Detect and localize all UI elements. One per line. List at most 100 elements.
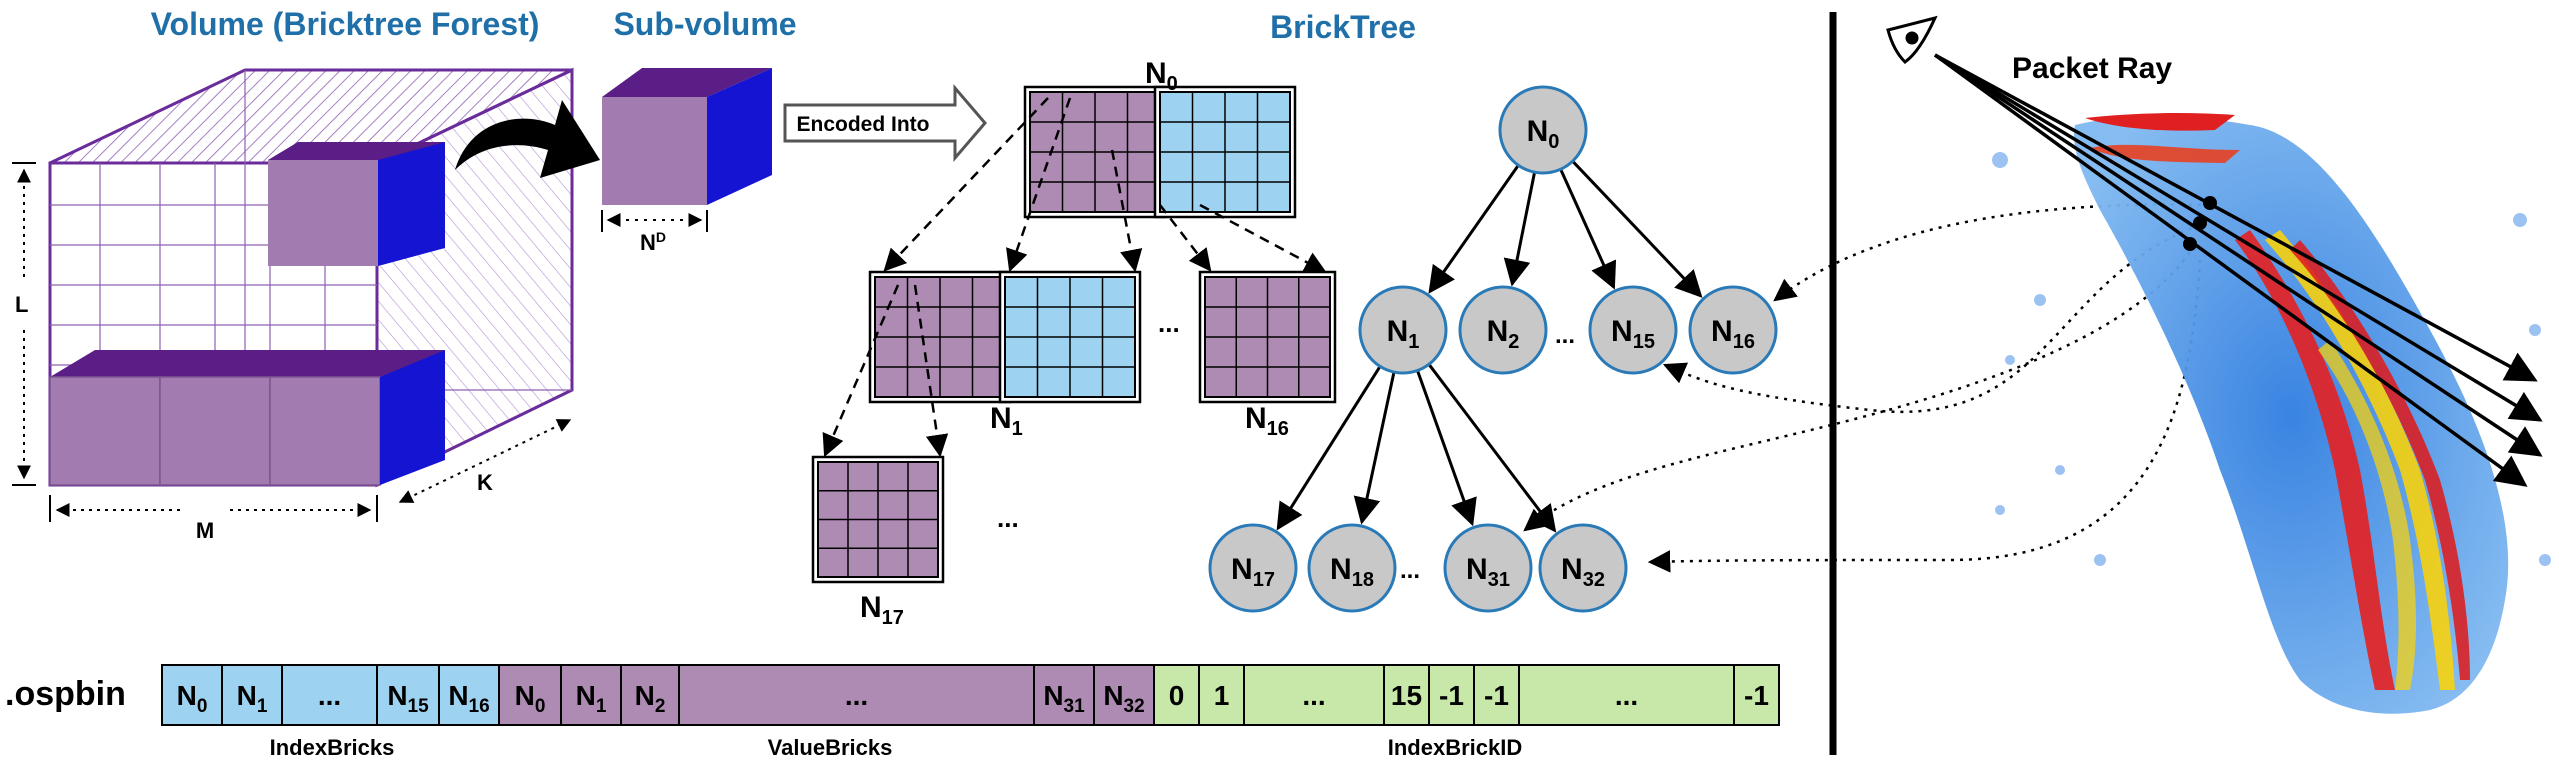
- eye-icon: [1886, 15, 1938, 64]
- tree-node-n0: N0: [1498, 85, 1588, 175]
- index-brick-id-cell-text: 1: [1214, 680, 1230, 711]
- dimension-k: K: [398, 419, 572, 503]
- tree-node-label: N31: [1466, 553, 1510, 591]
- brick-grids: [811, 85, 1337, 584]
- brick-n1-right: [998, 270, 1142, 404]
- encoded-into-label: Encoded Into: [797, 113, 930, 136]
- tree-node-label: N0: [1527, 115, 1560, 153]
- tree-node-n32: N32: [1538, 523, 1628, 613]
- tree-edges: [1276, 160, 1703, 533]
- tree-node-label: N1: [1387, 315, 1420, 353]
- value-bricks-cell-text: N1: [576, 680, 607, 717]
- index-bricks-cell: ...: [281, 664, 378, 726]
- value-bricks-cell: N32: [1093, 664, 1155, 726]
- packet-ray-title: Packet Ray: [2012, 52, 2172, 85]
- brick-label-n16: N16: [1245, 402, 1289, 440]
- value-bricks-cell-text: N0: [515, 680, 546, 717]
- index-brick-id-cell-text: ...: [1615, 680, 1638, 711]
- index-brick-id-cell-text: -1: [1439, 680, 1464, 711]
- value-bricks-cell: ...: [678, 664, 1035, 726]
- index-brick-id-cell: 1: [1198, 664, 1245, 726]
- index-bricks-cell: N1: [221, 664, 283, 726]
- dimension-m-label: M: [196, 518, 214, 543]
- value-bricks-cell-text: N32: [1103, 680, 1144, 717]
- value-bricks-cell: N0: [498, 664, 562, 726]
- brick-n17: [811, 455, 945, 584]
- brick-label-n0: N0: [1145, 57, 1178, 95]
- encoded-into-arrow: Encoded Into: [783, 83, 987, 163]
- index-brick-id-cell-text: -1: [1484, 680, 1509, 711]
- tree-node-n18: N18: [1307, 523, 1397, 613]
- brick-n0-left: [1023, 85, 1167, 219]
- dimension-m: M: [49, 495, 378, 543]
- subvolume-size-label: ND: [640, 229, 666, 255]
- file-label: .ospbin: [5, 675, 126, 713]
- value-bricks-cell: N31: [1033, 664, 1095, 726]
- index-brick-id-cell: ...: [1243, 664, 1385, 726]
- tree-ellipsis-level2: ...: [1400, 557, 1420, 584]
- tree-ellipsis-level1: ...: [1555, 322, 1575, 349]
- tree-node-n15: N15: [1588, 285, 1678, 375]
- dimension-l: L: [12, 162, 36, 486]
- curved-arrow: [455, 100, 600, 178]
- sample-pointer-curves: [1523, 203, 2211, 573]
- index-brick-id-label: IndexBrickID: [1388, 735, 1523, 760]
- dimension-k-label: K: [477, 470, 493, 495]
- tree-node-label: N15: [1611, 315, 1655, 353]
- tree-node-n16: N16: [1688, 285, 1778, 375]
- tree-edge: [1427, 363, 1557, 533]
- index-brick-id-cell-text: -1: [1744, 680, 1769, 711]
- brick-label-n17: N17: [860, 591, 904, 629]
- tree-node-label: N16: [1711, 315, 1755, 353]
- index-brick-id-cell: 15: [1383, 664, 1430, 726]
- index-bricks-cell: N15: [376, 664, 440, 726]
- index-bricks-cell: N16: [438, 664, 500, 726]
- brick-n0-right: [1153, 85, 1297, 219]
- brick-label-n1: N1: [990, 402, 1023, 440]
- index-brick-id-cell-text: 15: [1391, 680, 1422, 711]
- tree-node-label: N2: [1487, 315, 1520, 353]
- index-bricks-cell-text: N16: [448, 680, 489, 717]
- index-bricks-cell-text: ...: [318, 680, 341, 711]
- dimension-l-label: L: [15, 292, 28, 317]
- value-bricks-cell-text: ...: [845, 680, 868, 711]
- tree-node-label: N32: [1561, 553, 1605, 591]
- subvolume-cube: ND: [601, 68, 772, 255]
- index-brick-id-cell: -1: [1428, 664, 1475, 726]
- tree-edge: [1503, 171, 1537, 287]
- tree-edge: [1559, 168, 1617, 290]
- value-bricks-cell-text: N2: [635, 680, 666, 717]
- tree-edge: [1353, 371, 1396, 525]
- volume-box: [48, 67, 574, 488]
- index-brick-id-cell-text: 0: [1169, 680, 1185, 711]
- tree-node-n2: N2: [1458, 285, 1548, 375]
- value-bricks-label: ValueBricks: [768, 735, 893, 760]
- brick-dashed-arrows: [822, 97, 1327, 458]
- volume-render: [1992, 113, 2551, 714]
- index-brick-id-cell-text: ...: [1302, 680, 1325, 711]
- brick-n16: [1198, 270, 1337, 404]
- tree-node-n1: N1: [1358, 285, 1448, 375]
- index-brick-id-cell: -1: [1473, 664, 1520, 726]
- index-bricks-label: IndexBricks: [270, 735, 395, 760]
- index-brick-id-cell: -1: [1733, 664, 1780, 726]
- value-bricks-cell-text: N31: [1043, 680, 1085, 717]
- ray-sample-points: [2183, 196, 2217, 251]
- volume-title: Volume (Bricktree Forest): [151, 6, 540, 42]
- index-bricks-cell-text: N15: [387, 680, 429, 717]
- bricktree-title: BrickTree: [1270, 9, 1416, 45]
- tree-edge: [1416, 369, 1477, 527]
- index-bricks-cell: N0: [161, 664, 223, 726]
- tree-node-label: N18: [1330, 553, 1374, 591]
- packet-rays: [1933, 53, 2543, 487]
- value-bricks-cell: N1: [560, 664, 622, 726]
- index-brick-id-cell: 0: [1153, 664, 1200, 726]
- tree-node-n31: N31: [1443, 523, 1533, 613]
- tree-edge: [1428, 164, 1520, 294]
- tree-node-n17: N17: [1208, 523, 1298, 613]
- brick-ellipsis-row1: ...: [1158, 308, 1180, 338]
- index-bricks-cell-text: N1: [237, 680, 268, 717]
- index-brick-id-cell: ...: [1518, 664, 1735, 726]
